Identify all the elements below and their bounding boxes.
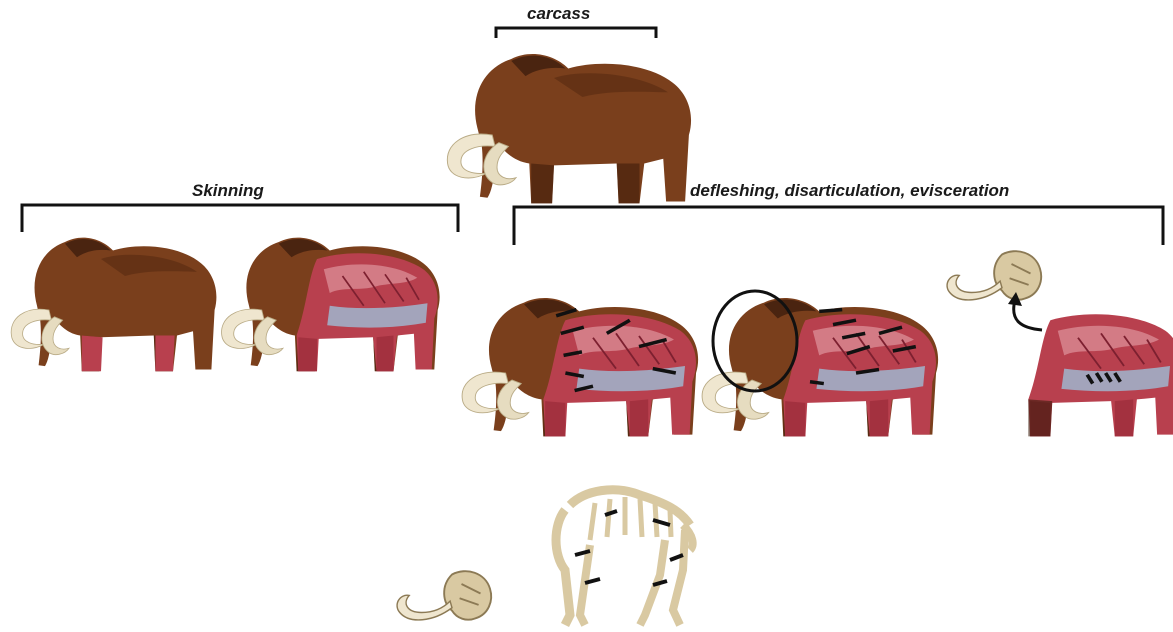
bracket-defleshing (514, 207, 1163, 245)
mammoth-skinned-icon (222, 238, 440, 372)
mammoth-tusk-skull-icon (947, 251, 1041, 300)
mammoth-head-removed-icon (702, 298, 938, 436)
mammoth-skeleton-icon (556, 490, 693, 625)
mammoth-partly-skinned-icon (11, 238, 216, 372)
mammoth-eviscerated-icon (1028, 314, 1173, 436)
mammoth-carcass-icon (447, 54, 691, 203)
bracket-skinning (22, 205, 458, 232)
mammoth-cutmarks-icon (462, 298, 698, 436)
bracket-carcass (496, 28, 656, 38)
tusk-skull-bottom-icon (397, 571, 491, 620)
